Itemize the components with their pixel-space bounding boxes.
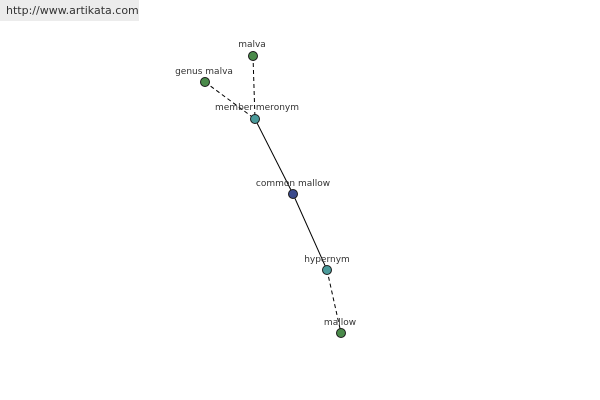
- site-url-link[interactable]: http://www.artikata.com: [6, 4, 139, 17]
- node-mallow[interactable]: mallow: [324, 318, 356, 338]
- url-banner: http://www.artikata.com: [0, 0, 139, 21]
- node-hypernym[interactable]: hypernym: [304, 255, 350, 275]
- edge-common-mallow-hypernym: [292, 193, 328, 271]
- edge-member-meronym-common-mallow: [254, 118, 294, 195]
- node-dot-malva[interactable]: [248, 51, 258, 61]
- node-dot-hypernym[interactable]: [322, 265, 332, 275]
- node-label-genus-malva[interactable]: genus malva: [175, 67, 233, 77]
- edge-hypernym-mallow: [326, 269, 342, 334]
- node-common-mallow[interactable]: common mallow: [256, 179, 330, 199]
- node-dot-genus-malva[interactable]: [200, 77, 210, 87]
- edges-layer: [204, 55, 342, 334]
- node-label-malva[interactable]: malva: [238, 40, 266, 50]
- node-dot-common-mallow[interactable]: [288, 189, 298, 199]
- node-member-meronym[interactable]: member meronym: [215, 103, 299, 124]
- nodes-layer: malva genus malva member meronym common mal…: [175, 40, 356, 338]
- node-malva[interactable]: malva: [238, 40, 266, 61]
- node-label-mallow[interactable]: mallow: [324, 318, 356, 328]
- node-label-member-meronym[interactable]: member meronym: [215, 103, 299, 113]
- node-dot-member-meronym[interactable]: [250, 114, 260, 124]
- node-label-common-mallow[interactable]: common mallow: [256, 179, 330, 189]
- node-label-hypernym[interactable]: hypernym: [304, 255, 350, 265]
- node-genus-malva[interactable]: genus malva: [175, 67, 233, 87]
- edge-genus-malva-member-meronym: [204, 81, 256, 120]
- edge-malva-member-meronym: [252, 55, 256, 120]
- node-dot-mallow[interactable]: [336, 328, 346, 338]
